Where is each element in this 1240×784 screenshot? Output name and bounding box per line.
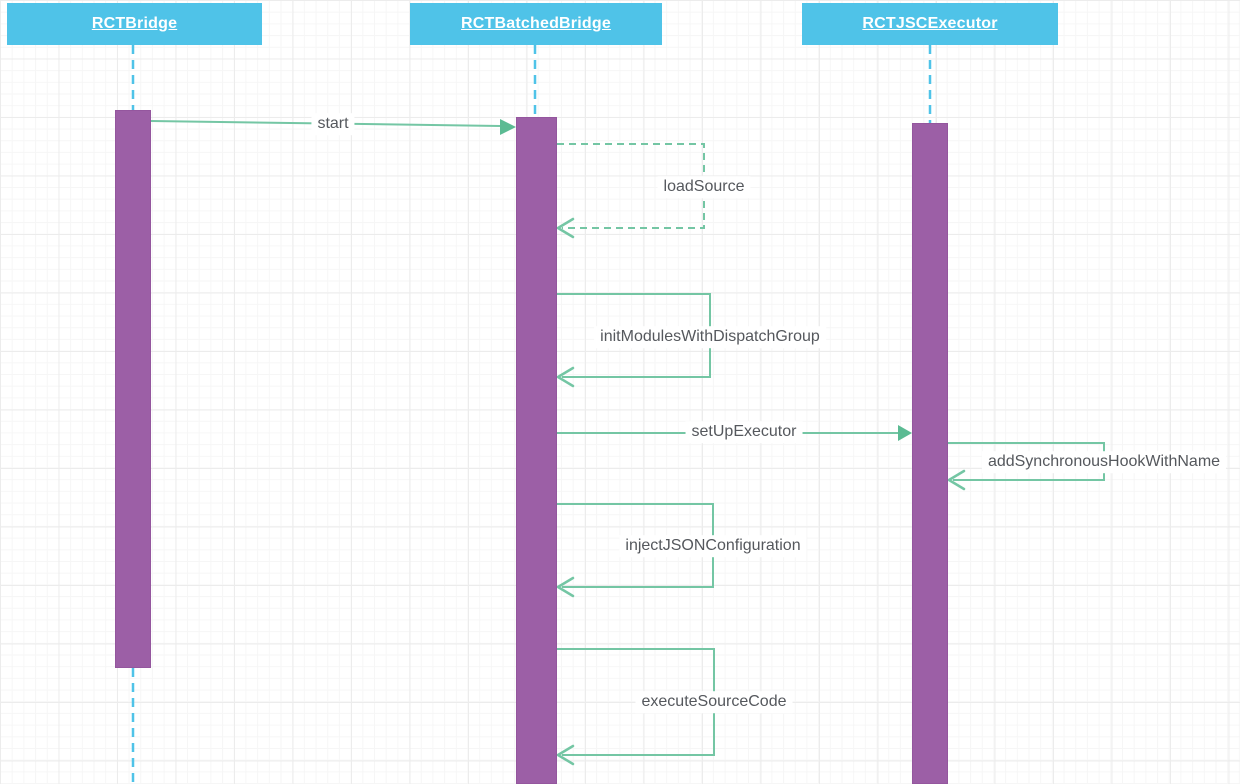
activation-bar-rctbridge	[115, 110, 151, 668]
arrowhead-initmodules	[556, 366, 575, 388]
activation-bar-rctjscexecutor	[912, 123, 948, 784]
participant-label: RCTJSCExecutor	[862, 15, 998, 32]
message-label-addsynchook: addSynchronousHookWithName	[981, 451, 1227, 473]
arrowhead-executesource	[556, 744, 575, 766]
arrowhead-addsynchook	[947, 469, 966, 491]
arrowhead-loadsource	[556, 217, 575, 239]
participant-label: RCTBatchedBridge	[461, 15, 611, 32]
arrowhead-setupexecutor	[898, 425, 912, 441]
participant-header-rctbridge: RCTBridge	[7, 3, 262, 45]
participant-header-rctjscexecutor: RCTJSCExecutor	[802, 3, 1058, 45]
message-label-setupexecutor: setUpExecutor	[685, 421, 803, 443]
message-label-executesource: executeSourceCode	[635, 691, 793, 713]
arrowhead-injectjson	[556, 576, 575, 598]
message-label-start: start	[311, 113, 355, 135]
activation-bar-rctbatchedbridge	[516, 117, 557, 784]
arrowhead-start	[500, 119, 516, 135]
message-label-loadsource: loadSource	[657, 176, 751, 198]
participant-label: RCTBridge	[91, 15, 178, 32]
message-label-injectjson: injectJSONConfiguration	[619, 535, 807, 557]
message-label-initmodules: initModulesWithDispatchGroup	[594, 326, 826, 348]
participant-header-rctbatchedbridge: RCTBatchedBridge	[410, 3, 662, 45]
